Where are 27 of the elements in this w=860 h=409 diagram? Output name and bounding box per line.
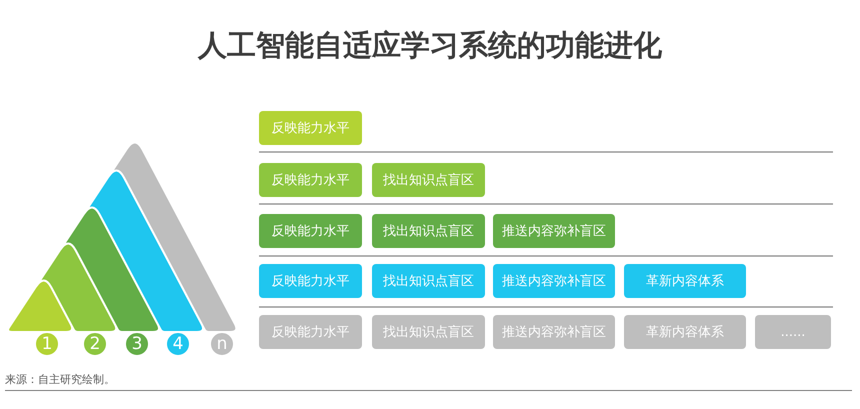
step-number: 2 (82, 331, 108, 357)
feature-tag: 推送内容弥补盲区 (493, 264, 615, 298)
pyramid-layer (83, 169, 204, 333)
feature-tag: 反映能力水平 (259, 264, 362, 298)
pyramid-layer (7, 279, 74, 333)
feature-tag: 找出知识点盲区 (372, 264, 485, 298)
pyramid-layer (108, 141, 238, 333)
feature-tag: 推送内容弥补盲区 (493, 214, 615, 248)
feature-tag: 反映能力水平 (259, 214, 362, 248)
feature-tag: 找出知识点盲区 (372, 315, 485, 349)
feature-tag: 找出知识点盲区 (372, 163, 485, 197)
pyramid-layer (35, 242, 118, 333)
step-number: 1 (34, 331, 60, 357)
feature-tag: 反映能力水平 (259, 315, 362, 349)
source-note: 来源：自主研究绘制。 (5, 373, 115, 387)
step-number: 3 (124, 331, 150, 357)
step-number: 4 (165, 331, 191, 357)
pyramid-layer (59, 206, 160, 333)
diagram-title: 人工智能自适应学习系统的功能进化 (198, 27, 662, 63)
feature-tag: 推送内容弥补盲区 (493, 315, 615, 349)
step-number: n (209, 331, 235, 357)
feature-tag: 革新内容体系 (624, 264, 746, 298)
feature-tag: ...... (755, 315, 831, 349)
feature-tag: 找出知识点盲区 (372, 214, 485, 248)
feature-tag: 反映能力水平 (259, 111, 362, 145)
feature-tag: 反映能力水平 (259, 163, 362, 197)
feature-tag: 革新内容体系 (624, 315, 746, 349)
